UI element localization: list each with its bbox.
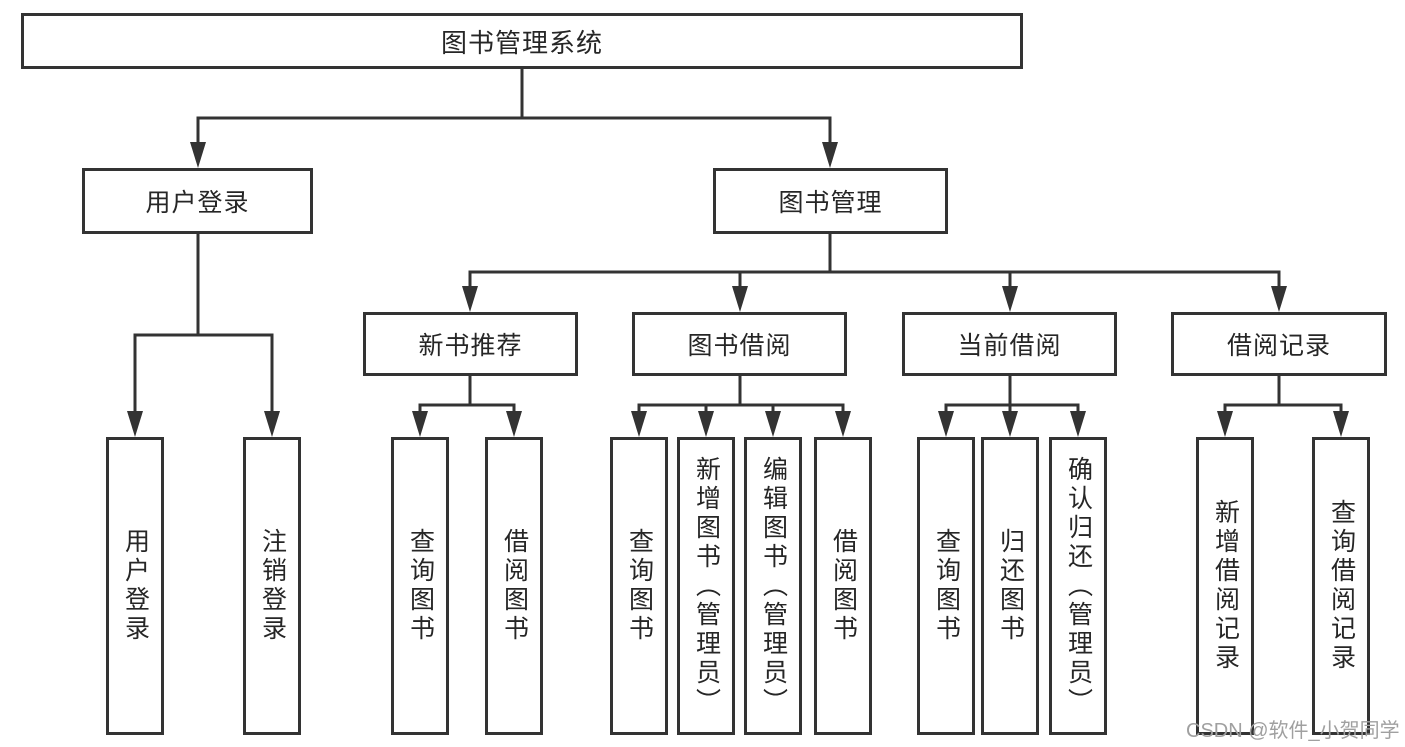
leaf-recommend-borrow-book: 借阅图书 <box>485 437 543 735</box>
node-new-book-recommend: 新书推荐 <box>363 312 578 376</box>
node-root: 图书管理系统 <box>21 13 1023 69</box>
arrowhead-icons <box>127 142 1349 437</box>
leaf-user-login: 用户登录 <box>106 437 164 735</box>
watermark: CSDN @软件_小贺同学 <box>1186 720 1400 742</box>
leaf-current-confirm-return-admin: 确认归还（管理员） <box>1049 437 1107 735</box>
leaf-logout-login: 注销登录 <box>243 437 301 735</box>
leaf-borrow-add-book-admin: 新增图书（管理员） <box>677 437 735 735</box>
node-book-management: 图书管理 <box>713 168 948 234</box>
node-current-borrow: 当前借阅 <box>902 312 1117 376</box>
leaf-borrow-borrow-book: 借阅图书 <box>814 437 872 735</box>
leaf-recommend-query-book: 查询图书 <box>391 437 449 735</box>
node-borrow-records: 借阅记录 <box>1171 312 1387 376</box>
leaf-records-query-record: 查询借阅记录 <box>1312 437 1370 735</box>
node-book-borrow: 图书借阅 <box>632 312 847 376</box>
node-user-login: 用户登录 <box>82 168 313 234</box>
leaf-borrow-query-book: 查询图书 <box>610 437 668 735</box>
leaf-current-query-book: 查询图书 <box>917 437 975 735</box>
leaf-borrow-edit-book-admin: 编辑图书（管理员） <box>744 437 802 735</box>
leaf-current-return-book: 归还图书 <box>981 437 1039 735</box>
leaf-records-add-record: 新增借阅记录 <box>1196 437 1254 735</box>
